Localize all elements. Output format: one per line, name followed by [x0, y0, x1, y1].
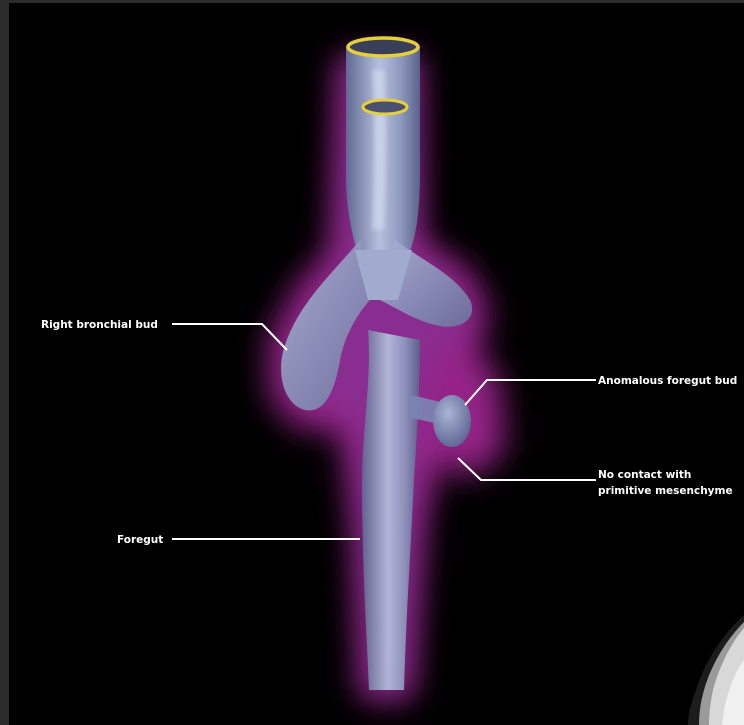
label-foregut: Foregut	[117, 534, 163, 546]
label-right-bronchial-bud: Right bronchial bud	[41, 319, 158, 331]
anomalous-bud-knob	[433, 395, 471, 447]
top-ring	[348, 38, 418, 56]
label-no-contact-line1: No contact with	[598, 469, 691, 481]
second-ring	[363, 100, 407, 114]
label-anomalous-foregut-bud: Anomalous foregut bud	[598, 375, 737, 387]
corner-inset-image	[688, 615, 744, 725]
label-no-contact-line2: primitive mesenchyme	[598, 485, 733, 497]
